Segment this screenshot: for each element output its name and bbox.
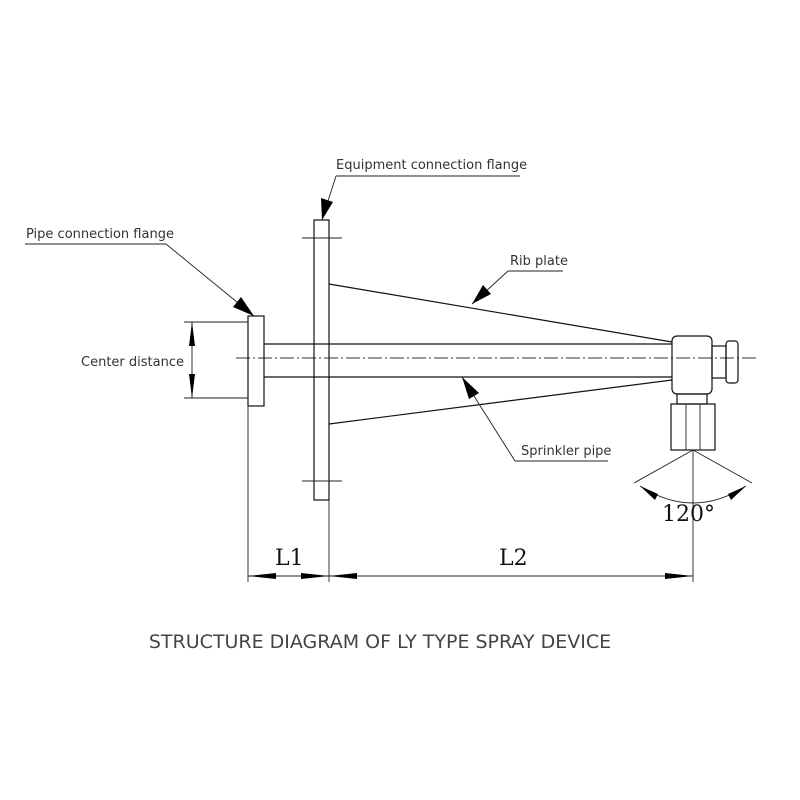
leader-rib-plate-arrow xyxy=(472,285,491,304)
nozzle-neck xyxy=(676,393,708,405)
spray-angle-arrow-left xyxy=(640,486,658,500)
equipment-connection-flange xyxy=(313,219,330,501)
rib-plate-top xyxy=(328,283,673,343)
spray-nozzle xyxy=(670,403,716,451)
label-pipe-connection-flange: Pipe connection flange xyxy=(26,227,174,242)
dimension-arrow-l1-right xyxy=(301,573,329,579)
label-rib-plate: Rib plate xyxy=(510,254,568,269)
center-distance-arrow-bottom xyxy=(189,374,195,398)
nozzle-cap xyxy=(711,345,727,379)
spray-angle-left-line xyxy=(633,449,694,484)
spray-angle-arrow-right xyxy=(728,486,746,500)
diagram-title: STRUCTURE DIAGRAM OF LY TYPE SPRAY DEVIC… xyxy=(149,631,611,653)
rib-plate-bottom xyxy=(328,379,673,425)
leader-equipment-flange-arrow xyxy=(321,198,333,220)
spray-angle-right-line xyxy=(692,449,753,484)
dimension-arrow-l1-left xyxy=(248,573,276,579)
leader-sprinkler-pipe-arrow xyxy=(462,377,479,399)
dimension-arrow-l2-right xyxy=(665,573,693,579)
pipe-connection-flange xyxy=(247,315,265,407)
dimension-arrow-l2-left xyxy=(329,573,357,579)
leader-pipe-flange-arrow xyxy=(233,297,254,316)
dimension-label-angle: 120° xyxy=(662,502,715,527)
dimension-label-l2: L2 xyxy=(499,546,528,571)
label-sprinkler-pipe: Sprinkler pipe xyxy=(521,444,611,459)
label-center-distance: Center distance xyxy=(81,355,184,370)
dimension-label-l1: L1 xyxy=(275,546,304,571)
nozzle-cap-tip xyxy=(725,340,739,384)
center-distance-arrow-top xyxy=(189,322,195,346)
label-equipment-connection-flange: Equipment connection flange xyxy=(336,158,527,173)
nozzle-elbow xyxy=(671,335,713,395)
